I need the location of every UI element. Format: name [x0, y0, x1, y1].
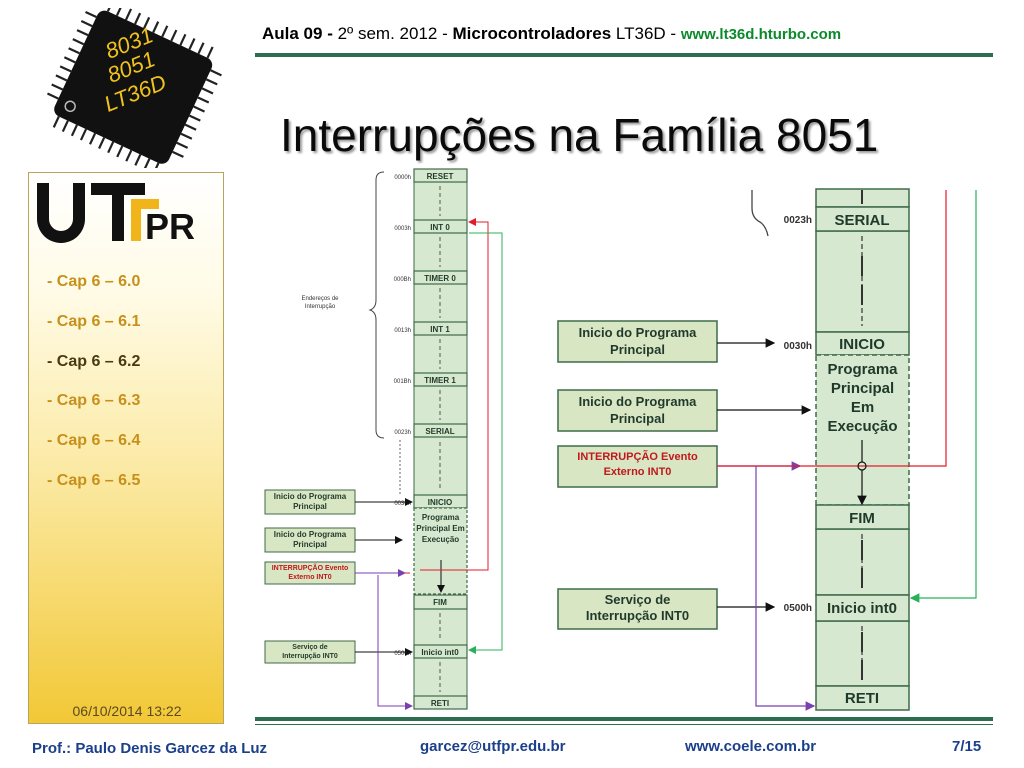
header-codigo: LT36D - [615, 24, 677, 43]
header-rule [255, 53, 993, 57]
large-block-serial: SERIAL [834, 212, 889, 229]
utfpr-logo: PR [33, 177, 221, 247]
small-block-reset: RESET [427, 172, 454, 181]
large-addr-0023h: 0023h [784, 215, 812, 226]
slide-datetime: 06/10/2014 13:22 [72, 703, 182, 719]
small-block-fim: FIM [433, 598, 447, 607]
header-disciplina: Microcontroladores [452, 24, 612, 43]
large-block-programa: Programa Principal Em Execução [827, 361, 897, 435]
small-block-reti: RETI [431, 699, 449, 708]
small-addr-0003h: 0003h [394, 226, 411, 232]
large-box-inicio-programa-2: Inicio do Programa Principal [579, 394, 697, 426]
page-number: 7/15 [952, 738, 982, 755]
large-interrupt-brace [751, 190, 769, 237]
sidebar-item-cap6-4[interactable]: - Cap 6 – 6.4 [47, 432, 141, 449]
large-block-reti: RETI [845, 690, 879, 707]
small-addr-0000h: 0000h [394, 175, 411, 181]
small-box-inicio-programa-2: Inicio do Programa Principal [274, 530, 346, 549]
slide-header: Aula 09 - 2º sem. 2012 - Microcontrolado… [262, 24, 992, 52]
small-addr-0013h: 0013h [394, 328, 411, 334]
small-addr-0030h: 0030h [394, 501, 411, 507]
footer-email[interactable]: garcez@utfpr.edu.br [420, 738, 566, 755]
large-addr-0030h: 0030h [784, 341, 812, 352]
large-block-fim: FIM [849, 510, 875, 527]
small-addr-0500h: 0500h [394, 651, 411, 657]
chip-pins [46, 8, 222, 168]
small-addr-0023h: 0023h [394, 430, 411, 436]
footer-rule [255, 717, 993, 721]
footer-author: Prof.: Paulo Denis Garcez da Luz [32, 740, 268, 757]
sidebar-item-cap6-3[interactable]: - Cap 6 – 6.3 [47, 392, 141, 409]
sidebar-item-cap6-0[interactable]: - Cap 6 – 6.0 [47, 273, 141, 290]
sidebar-item-cap6-2[interactable]: - Cap 6 – 6.2 [47, 353, 141, 370]
large-box-interrupcao: INTERRUPÇÃO Evento Externo INT0 [577, 451, 697, 478]
sidebar-item-cap6-1[interactable]: - Cap 6 – 6.1 [47, 313, 141, 330]
small-block-timer0: TIMER 0 [424, 274, 456, 283]
footer-site[interactable]: www.coele.com.br [685, 738, 817, 755]
chip-body [54, 10, 213, 164]
large-box-servico-int0: Serviço de Interrupção INT0 [586, 592, 689, 623]
small-block-serial: SERIAL [425, 427, 454, 436]
small-block-timer1: TIMER 1 [424, 376, 456, 385]
small-enderecos-label-2: Interrupção [305, 304, 336, 310]
small-addr-000bh: 000Bh [394, 277, 411, 283]
small-box-interrupcao: INTERRUPÇÃO Evento Externo INT0 [272, 565, 349, 581]
small-box-inicio-programa-1: Inicio do Programa Principal [274, 492, 346, 511]
sidebar: PR - Cap 6 – 6.0 - Cap 6 – 6.1 - Cap 6 –… [28, 172, 224, 724]
small-addr-001bh: 001Bh [394, 379, 411, 385]
header-url[interactable]: www.lt36d.hturbo.com [680, 26, 842, 43]
small-block-inicio: INICIO [428, 498, 452, 507]
footer-rule-thin [255, 724, 993, 725]
small-block-inicio-int0: Inicio int0 [421, 648, 459, 657]
large-box-inicio-programa-1: Inicio do Programa Principal [579, 325, 697, 357]
large-diagram: SERIAL INICIO FIM Inicio int0 RETI Progr… [557, 188, 977, 711]
large-addr-0500h: 0500h [784, 603, 812, 614]
chip-logo: 8031 8051 LT36D [46, 8, 222, 168]
slide-title: Interrupções na Família 8051 [280, 109, 879, 161]
large-block-inicio: INICIO [839, 336, 885, 353]
small-box-servico-int0: Serviço de Interrupção INT0 [282, 644, 338, 660]
small-interrupt-brace [368, 171, 385, 439]
small-block-programa: Programa Principal Em Execução [416, 513, 464, 544]
header-aula: Aula 09 - [262, 24, 333, 43]
header-semestre: 2º sem. 2012 - [337, 24, 448, 43]
small-diagram: RESET INT 0 TIMER 0 INT 1 TIMER 1 SERIAL… [264, 168, 503, 710]
small-block-int0: INT 0 [430, 223, 450, 232]
small-block-int1: INT 1 [430, 325, 450, 334]
sidebar-item-cap6-5[interactable]: - Cap 6 – 6.5 [47, 472, 141, 489]
small-enderecos-label-1: Endereços de [301, 296, 339, 302]
svg-text:PR: PR [145, 206, 195, 245]
large-block-inicio-int0: Inicio int0 [827, 600, 897, 617]
